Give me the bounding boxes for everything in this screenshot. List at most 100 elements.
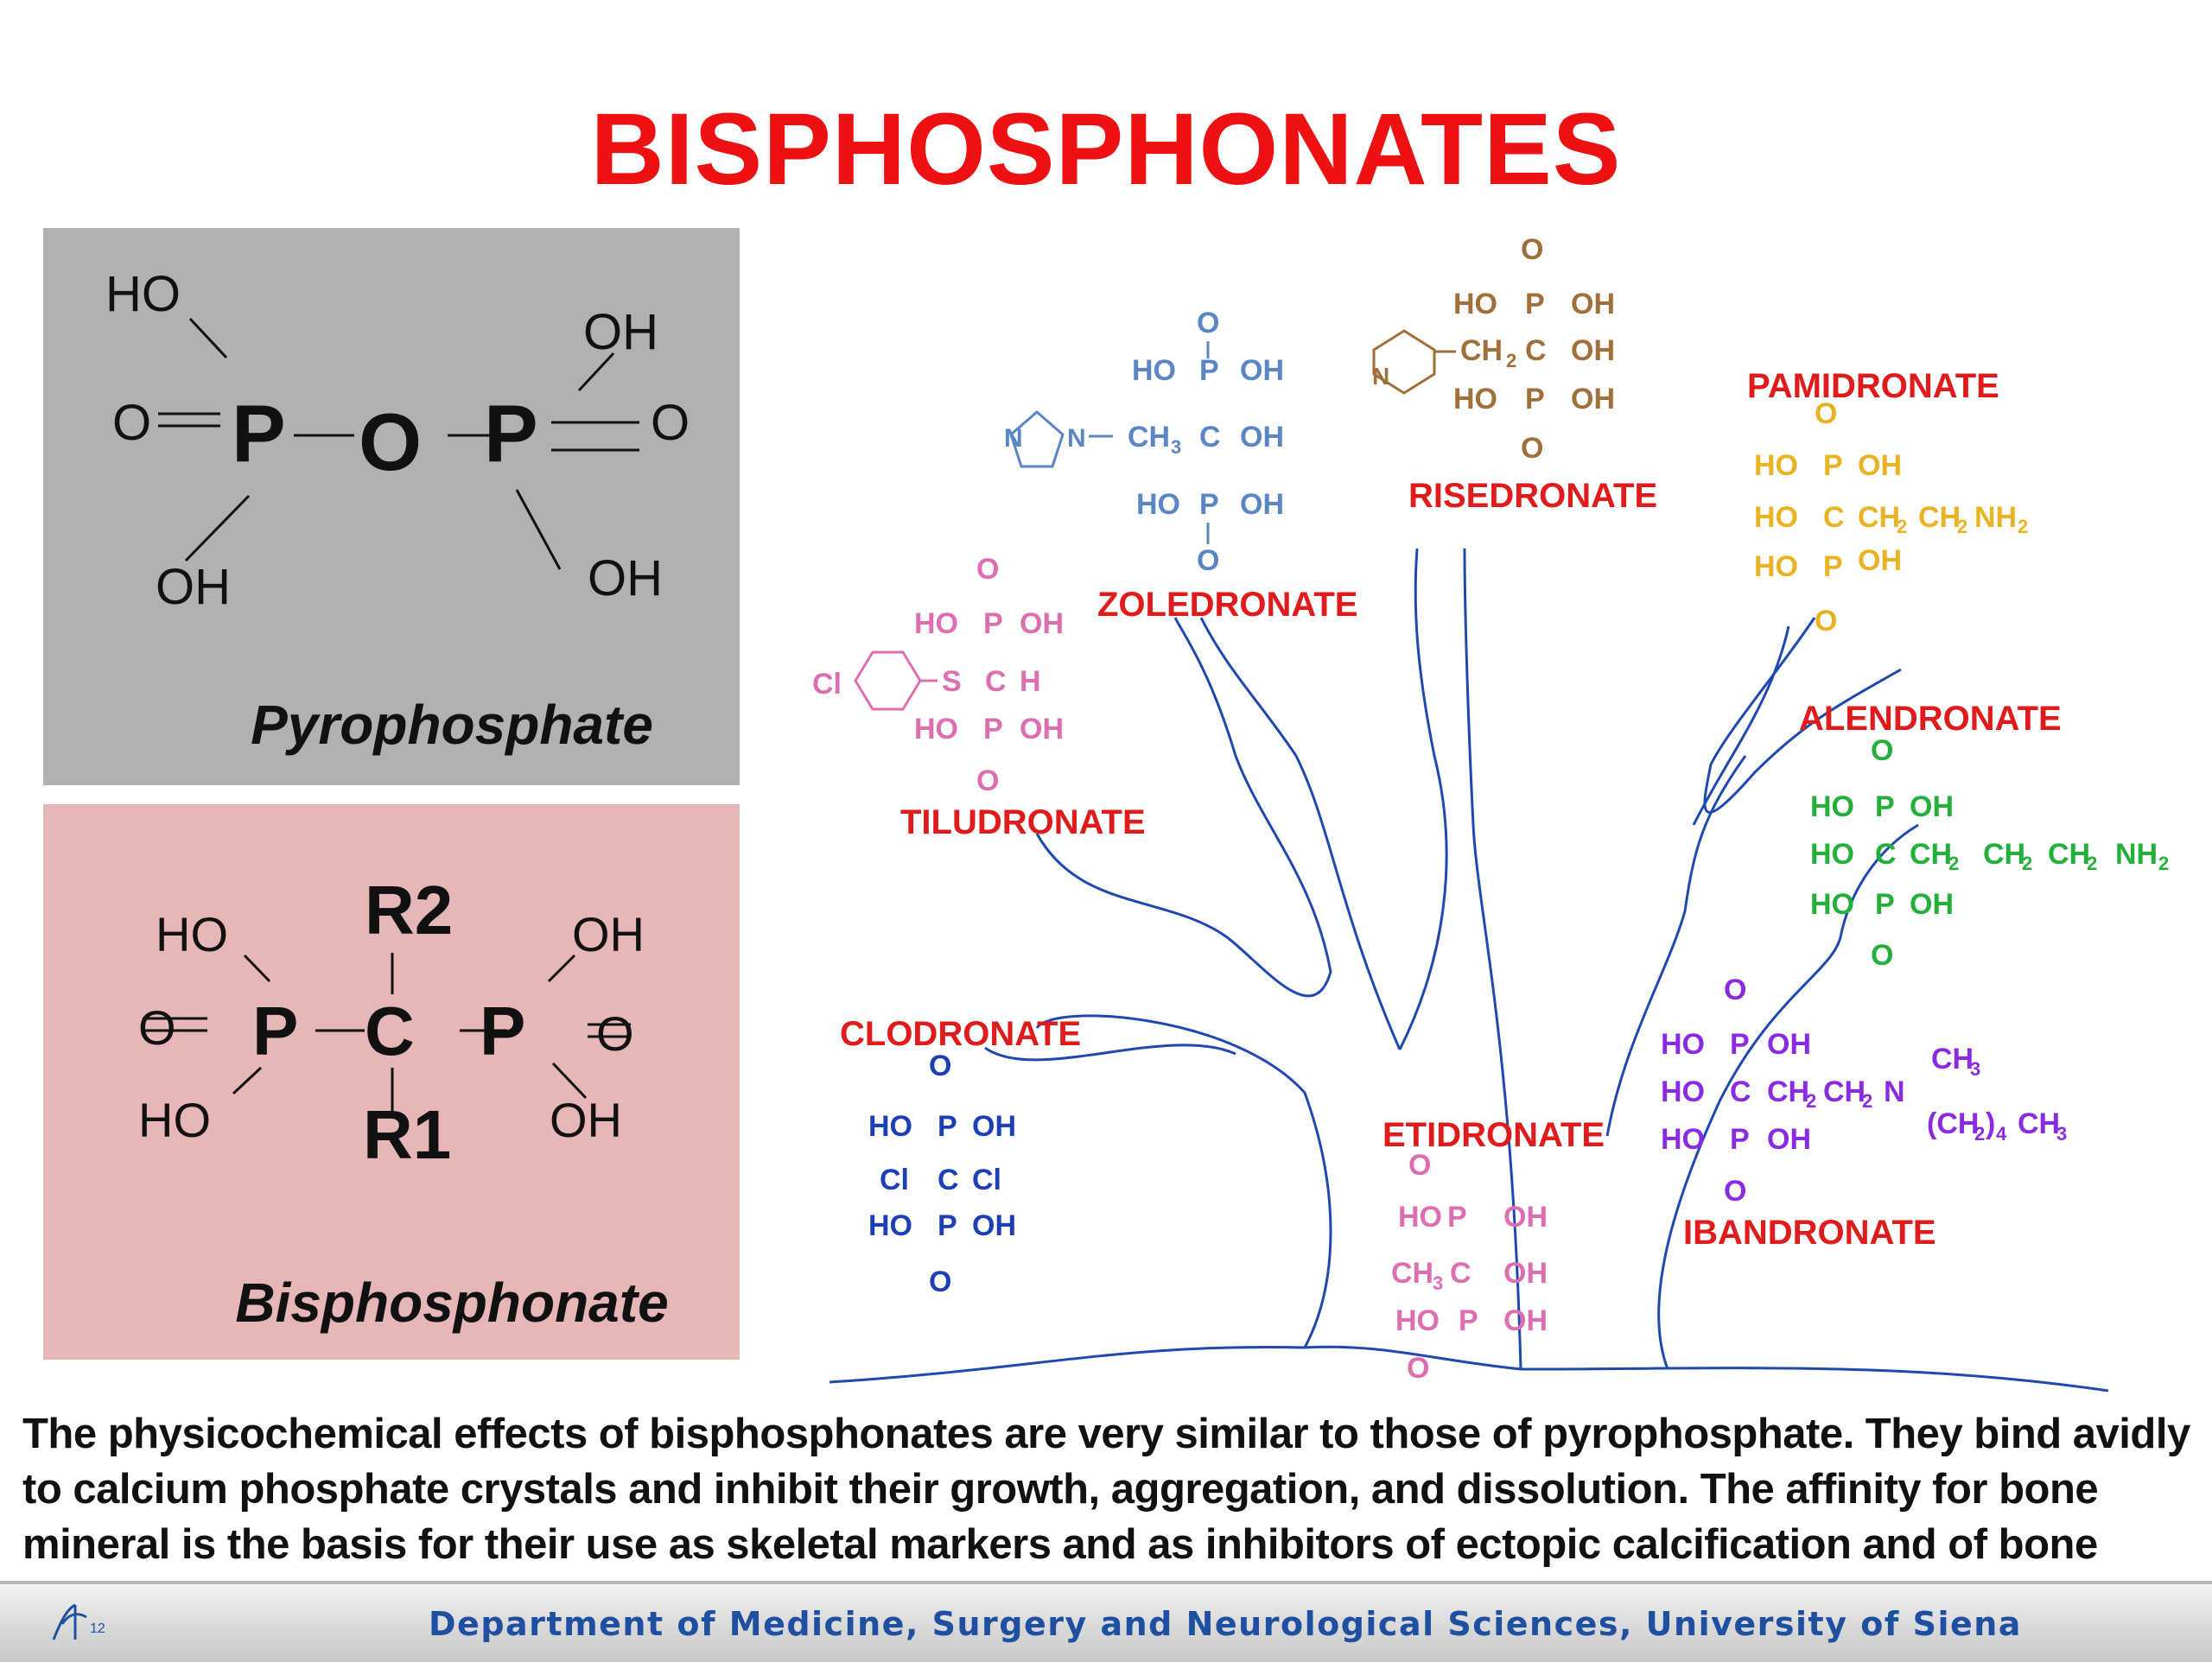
pyrophosphate-caption: Pyrophosphate [251, 694, 653, 756]
pyro-ho-top: HO [105, 266, 181, 322]
svg-text:N: N [1372, 363, 1389, 390]
svg-text:S: S [942, 665, 962, 698]
svg-text:P: P [983, 607, 1003, 640]
svg-text:P: P [1823, 449, 1843, 482]
svg-text:HO: HO [1810, 790, 1854, 823]
svg-text:O: O [1724, 1175, 1746, 1208]
svg-text:P: P [1730, 1028, 1750, 1061]
svg-text:HO: HO [914, 607, 958, 640]
pyro-oh-top-right: OH [583, 304, 658, 360]
bis-r1: R1 [363, 1096, 451, 1173]
pyro-o-left: O [112, 395, 151, 451]
svg-text:O: O [1407, 1352, 1429, 1385]
svg-text:Cl: Cl [880, 1164, 909, 1196]
svg-text:OH: OH [1503, 1257, 1548, 1290]
svg-text:P: P [938, 1209, 957, 1242]
bis-ho-top-left: HO [156, 907, 228, 961]
svg-text:HO: HO [1132, 354, 1176, 387]
svg-text:O: O [1521, 233, 1543, 266]
tiludronate-label: TILUDRONATE [900, 803, 1146, 841]
logo-superscript: 12 [90, 1621, 105, 1636]
clodronate-label: CLODRONATE [840, 1015, 1081, 1053]
svg-text:HO: HO [868, 1209, 912, 1242]
svg-text:C: C [938, 1164, 959, 1196]
svg-text:CH: CH [1931, 1043, 1974, 1075]
svg-text:2: 2 [2087, 853, 2097, 874]
ibandronate-label: IBANDRONATE [1683, 1214, 1936, 1252]
svg-text:CH: CH [1910, 838, 1952, 871]
svg-text:O: O [929, 1266, 951, 1298]
pyro-o-center: O [359, 396, 422, 487]
bis-o-left: O [138, 1000, 176, 1055]
footer-bar: 12 Department of Medicine, Surgery and N… [0, 1581, 2212, 1662]
pyro-oh-bottom-left: OH [156, 559, 231, 615]
svg-text:O: O [1871, 734, 1893, 767]
svg-text:P: P [1459, 1304, 1478, 1337]
pyrophosphate-panel: HO OH O P O P O OH OH Pyrophosphate [43, 228, 740, 785]
svg-text:OH: OH [1910, 790, 1954, 823]
svg-text:P: P [1875, 888, 1895, 921]
svg-text:OH: OH [1858, 544, 1902, 577]
svg-text:HO: HO [1754, 550, 1798, 583]
svg-text:P: P [1730, 1123, 1750, 1156]
svg-text:NH: NH [1974, 501, 2017, 534]
svg-text:O: O [1871, 939, 1893, 972]
svg-text:CH: CH [1391, 1257, 1433, 1290]
bis-ho-bottom-left: HO [138, 1093, 211, 1147]
svg-text:2: 2 [1506, 350, 1516, 371]
svg-text:P: P [1525, 288, 1545, 320]
svg-text:HO: HO [1661, 1028, 1705, 1061]
pamidronate-label: PAMIDRONATE [1747, 367, 1999, 405]
svg-text:HO: HO [1661, 1123, 1705, 1156]
svg-text:Cl: Cl [812, 668, 842, 701]
svg-text:OH: OH [1910, 888, 1954, 921]
bis-oh-bottom-right: OH [550, 1093, 622, 1147]
svg-text:OH: OH [1571, 334, 1615, 367]
svg-text:2: 2 [1948, 853, 1959, 874]
svg-text:HO: HO [1136, 488, 1180, 521]
svg-text:P: P [1199, 354, 1219, 387]
svg-text:N: N [1067, 424, 1086, 453]
svg-text:N: N [1884, 1075, 1905, 1108]
svg-text:OH: OH [1020, 607, 1064, 640]
svg-text:OH: OH [972, 1110, 1016, 1143]
svg-text:2: 2 [1862, 1090, 1872, 1112]
description-paragraph: The physicochemical effects of bisphosph… [22, 1411, 2190, 1623]
bis-p-right: P [480, 993, 525, 1069]
svg-text:NH: NH [2115, 838, 2158, 871]
svg-text:P: P [1525, 383, 1545, 416]
svg-text:P: P [1823, 550, 1843, 583]
bisphosphonate-caption: Bisphosphonate [235, 1272, 669, 1334]
bis-r2: R2 [365, 872, 453, 948]
svg-text:CH: CH [1128, 421, 1170, 454]
bisphosphonate-panel: HO OH R2 O P C P O HO OH R1 Bisphosphona… [43, 804, 740, 1360]
svg-text:O: O [976, 553, 999, 586]
svg-text:Cl: Cl [972, 1164, 1001, 1196]
svg-text:HO: HO [1453, 383, 1497, 416]
svg-text:O: O [976, 764, 999, 797]
svg-text:HO: HO [1395, 1304, 1440, 1337]
svg-text:HO: HO [914, 713, 958, 745]
footer-department-text: Department of Medicine, Surgery and Neur… [429, 1605, 2022, 1643]
svg-text:O: O [929, 1050, 951, 1082]
svg-text:C: C [1199, 421, 1221, 454]
svg-text:O: O [1197, 307, 1219, 339]
svg-text:OH: OH [1767, 1028, 1811, 1061]
svg-text:CH: CH [1983, 838, 2025, 871]
pyro-p-right: P [484, 388, 538, 479]
university-logo-icon: 12 [52, 1603, 105, 1640]
svg-text:C: C [1450, 1257, 1471, 1290]
svg-text:OH: OH [1571, 383, 1615, 416]
svg-text:OH: OH [1240, 421, 1284, 454]
svg-text:OH: OH [1858, 449, 1902, 482]
svg-text:2: 2 [1957, 516, 1967, 537]
pyro-o-right: O [651, 395, 690, 451]
svg-text:OH: OH [1240, 488, 1284, 521]
